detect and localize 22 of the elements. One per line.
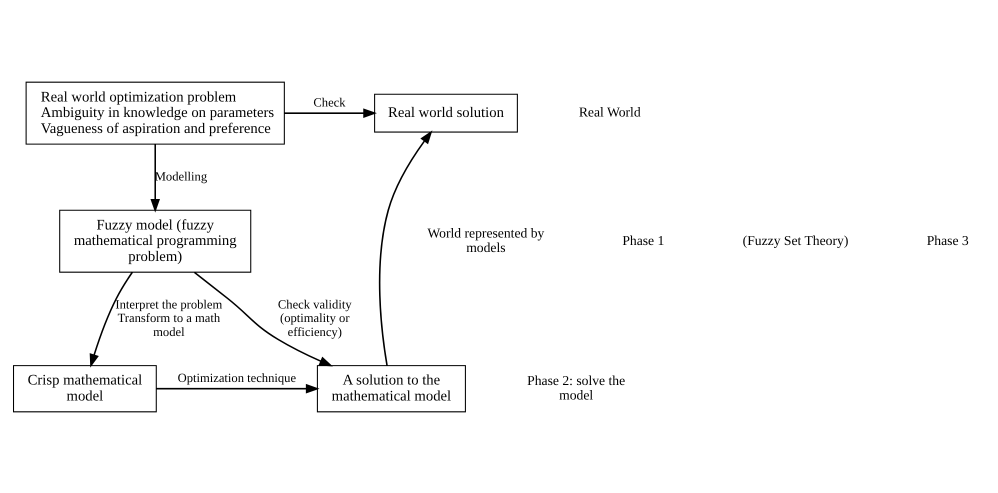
- arrow: [194, 271, 333, 366]
- edge-label: Optimization technique: [178, 370, 296, 384]
- label: World represented by models: [427, 224, 544, 255]
- node-box: Fuzzy model (fuzzy mathematical programming problem): [59, 209, 252, 272]
- label: Real World: [578, 104, 641, 120]
- node-box: Crisp mathematical model: [13, 364, 157, 412]
- arrow: [150, 144, 160, 212]
- arrow: [156, 383, 320, 393]
- edge-label: Modelling: [154, 168, 208, 183]
- arrow: [284, 108, 377, 118]
- label: Phase 3: [926, 232, 969, 248]
- arrow: [378, 130, 432, 366]
- arrow: [90, 271, 133, 368]
- label: Phase 1: [622, 232, 664, 248]
- node-box: Real world optimization problem Ambiguity in knowledge on parameters Vagueness of aspiration and preference: [26, 81, 285, 144]
- node-box: Real world solution: [374, 93, 518, 132]
- edge-label: Check: [313, 94, 346, 109]
- label: Phase 2: solve the model: [527, 372, 626, 402]
- edge-label: Check validity (optimality or efficiency): [278, 297, 352, 338]
- label: (Fuzzy Set Theory): [742, 232, 848, 248]
- node-box: A solution to the mathematical model: [316, 364, 466, 412]
- edge-label: Interpret the problem Transform to a math model: [115, 297, 222, 338]
